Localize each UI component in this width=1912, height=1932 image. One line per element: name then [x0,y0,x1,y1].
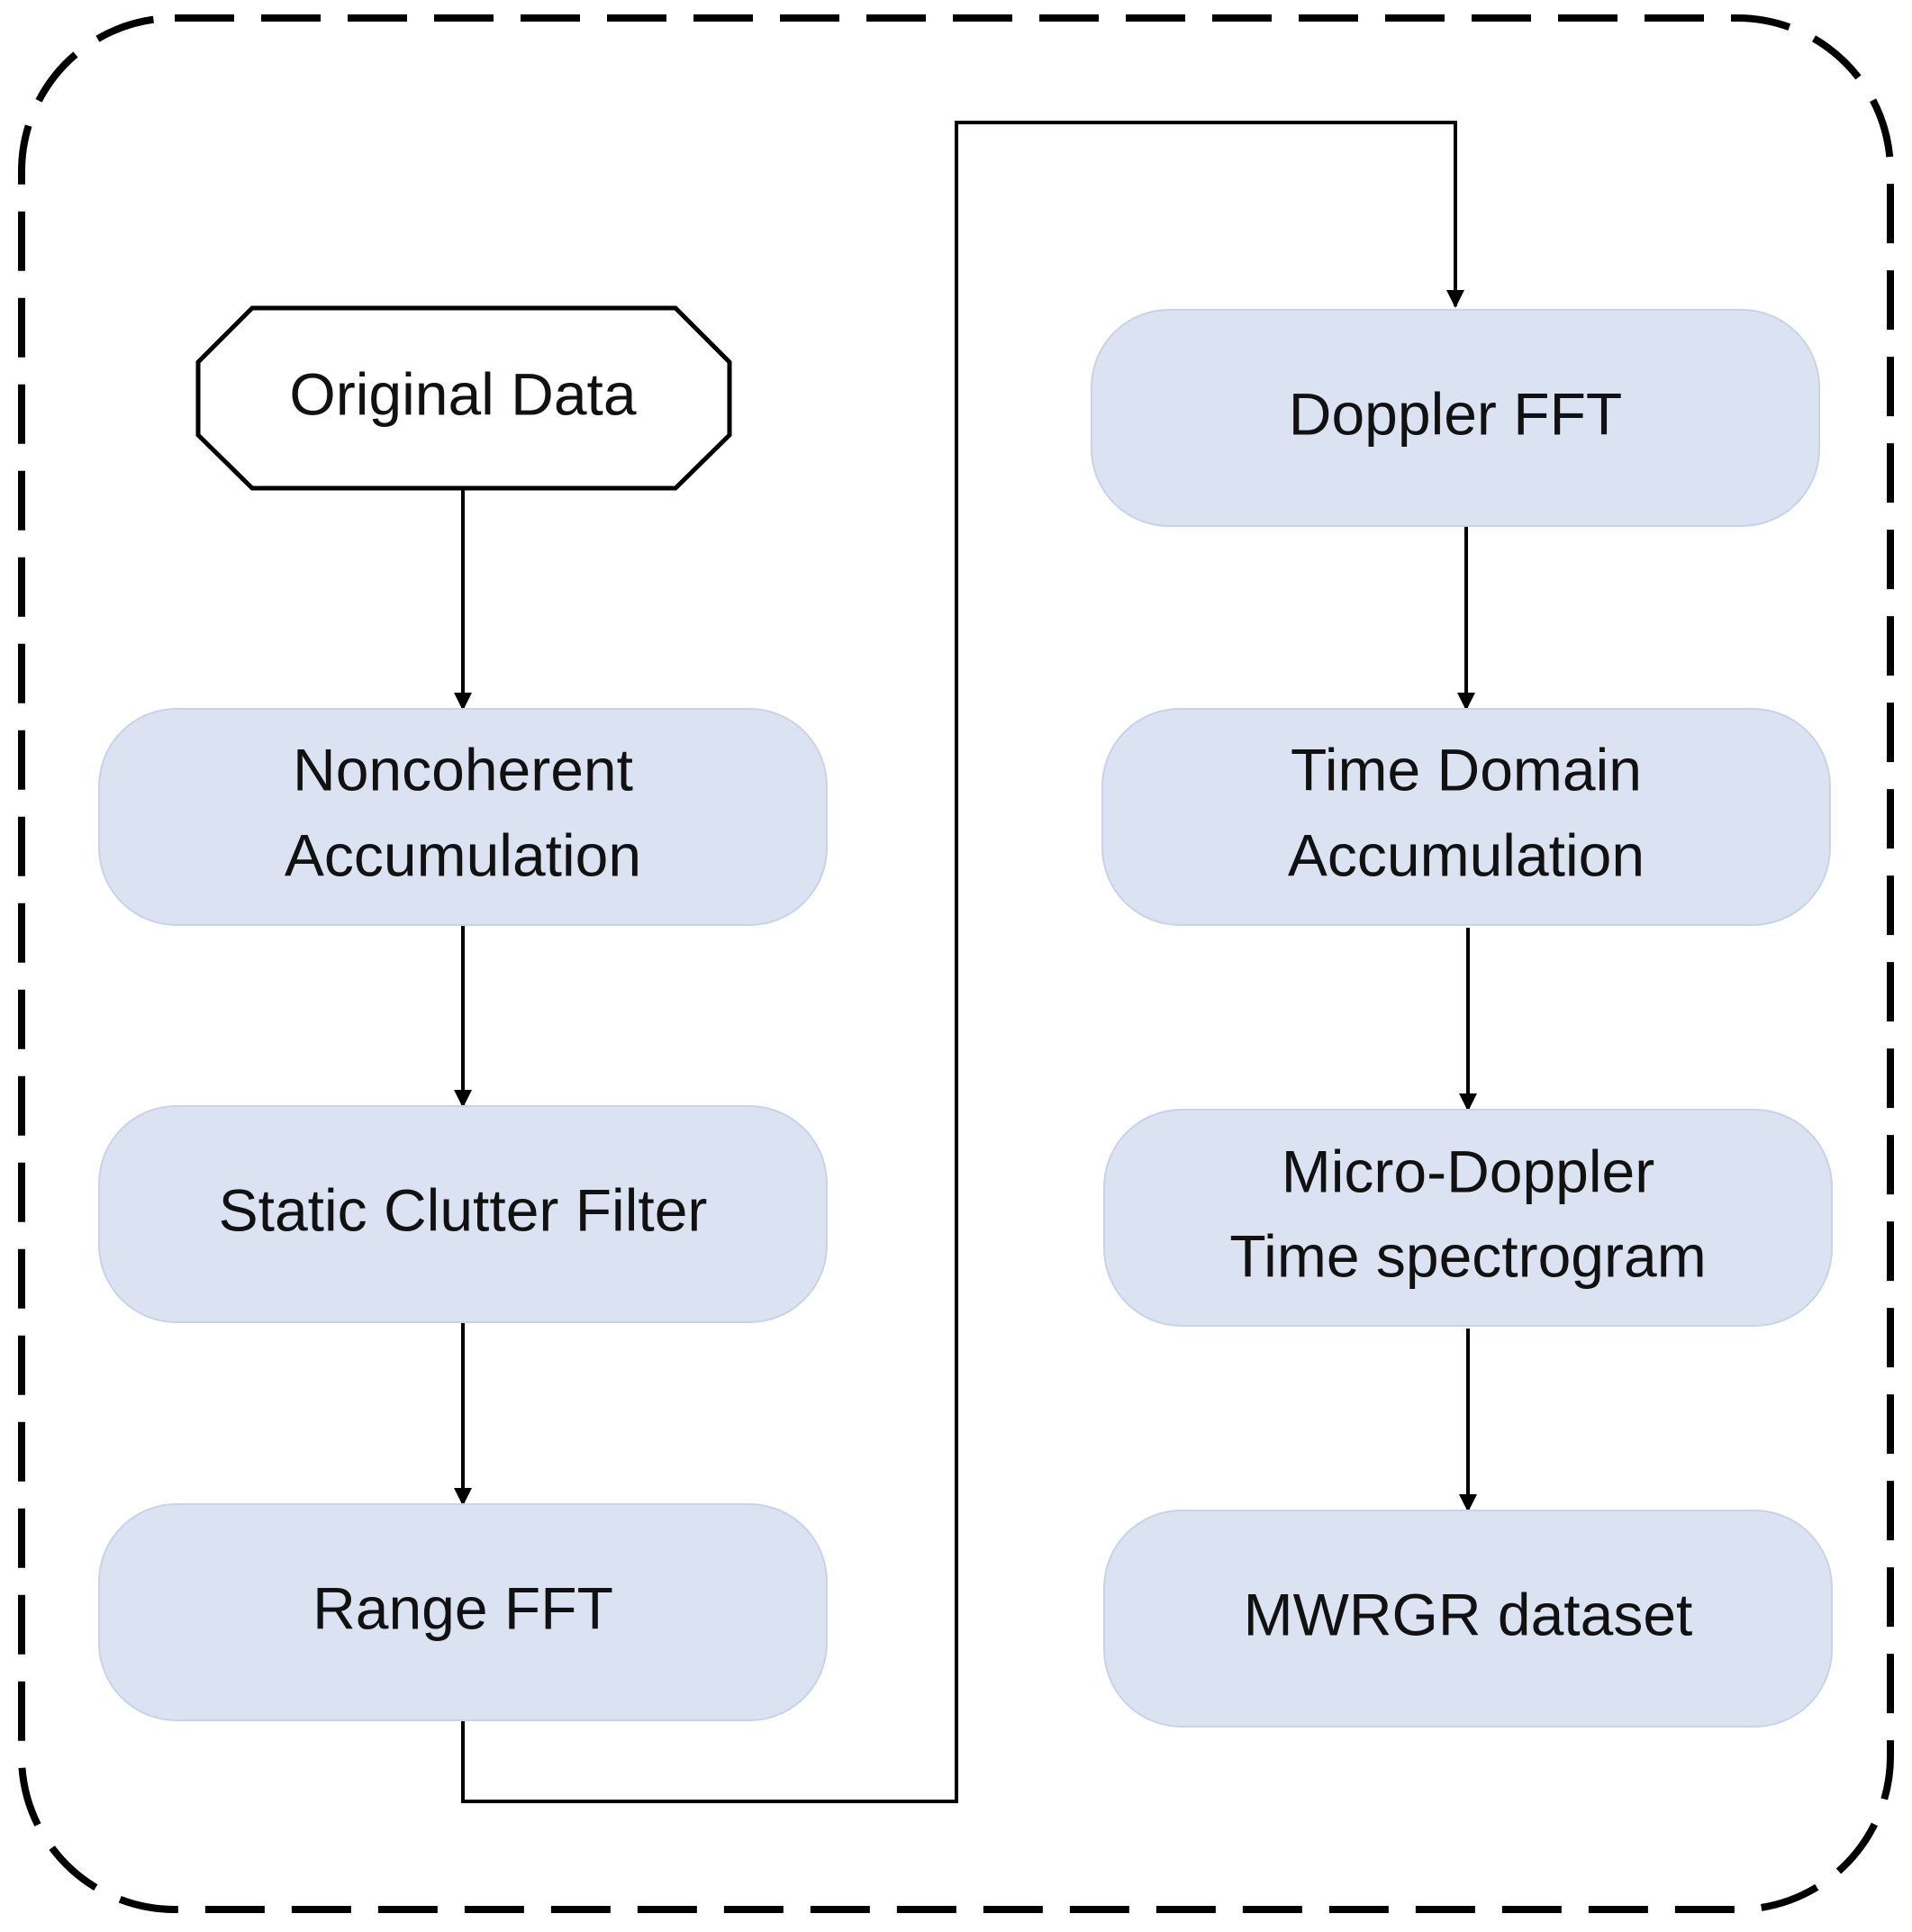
node-original-data: Original Data [195,305,732,491]
node-time-domain-label-line1: Time Domain [1291,736,1642,803]
process-box [1091,309,1820,527]
node-range-fft-label: Range FFT [313,1574,613,1641]
node-micro-doppler-label-line1: Micro-Doppler [1282,1138,1654,1204]
node-original-data-label: Original Data [289,360,636,427]
node-micro-doppler-label-line2: Time spectrogram [1229,1222,1706,1289]
node-time-domain-label-line2: Accumulation [1288,821,1645,888]
node-range-fft: Range FFT [98,1503,828,1721]
node-static-clutter-label: Static Clutter Filter [219,1176,708,1243]
node-doppler-fft-label: Doppler FFT [1289,380,1622,447]
octagon-shape [195,305,732,491]
node-doppler-fft: Doppler FFT [1091,309,1820,527]
node-noncoherent-label-line2: Accumulation [285,821,641,888]
arrow-range-to-doppler [461,121,1464,1803]
process-box [1101,708,1831,926]
process-box [1103,1510,1833,1728]
process-box [98,1105,828,1323]
node-mwrgr-dataset-label: MWRGR dataset [1244,1581,1693,1647]
process-box [98,708,828,926]
node-time-domain-accumulation: Time Domain Accumulation [1101,708,1831,926]
process-box [98,1503,828,1721]
node-mwrgr-dataset: MWRGR dataset [1103,1510,1833,1728]
node-noncoherent-accumulation: Noncoherent Accumulation [98,708,828,926]
dashed-frame [18,14,1894,1913]
node-static-clutter-filter: Static Clutter Filter [98,1105,828,1323]
process-box [1103,1109,1833,1327]
node-micro-doppler-spectrogram: Micro-Doppler Time spectrogram [1103,1109,1833,1327]
node-noncoherent-label-line1: Noncoherent [293,736,633,803]
